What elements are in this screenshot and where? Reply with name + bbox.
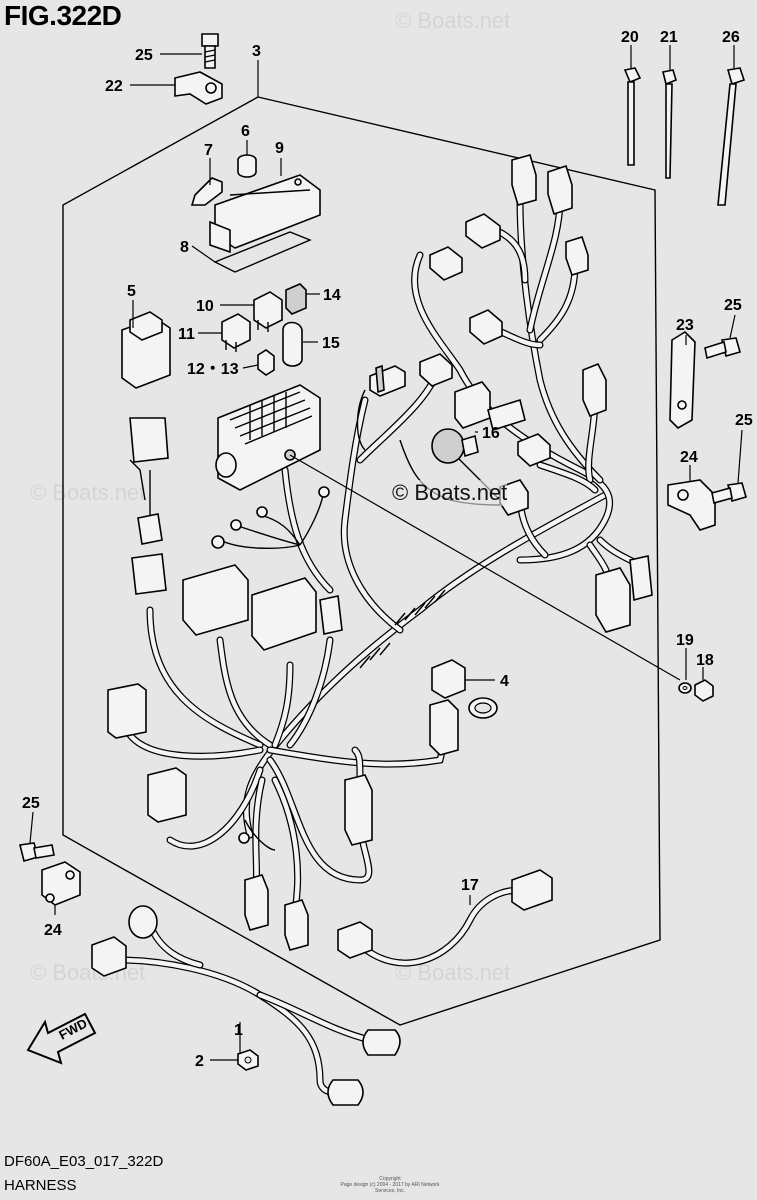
bolt-part-25-top xyxy=(201,33,219,69)
callout-22: 22 xyxy=(105,78,123,95)
diagram-name: HARNESS xyxy=(4,1177,77,1194)
nut-part-2 xyxy=(237,1049,259,1071)
bolt-part-25-right-upper xyxy=(704,337,741,360)
fuse-relay-box xyxy=(215,384,321,491)
callout-19: 19 xyxy=(676,632,694,649)
callout-18: 18 xyxy=(696,652,714,669)
harness-connectors xyxy=(107,154,653,951)
callout-5: 5 xyxy=(127,283,136,300)
fuse-part-12-13 xyxy=(257,349,275,376)
bolt-part-25-right-lower xyxy=(711,482,747,505)
cable-tie-part-21 xyxy=(662,69,677,179)
relay-part-11 xyxy=(221,313,251,352)
copyright-line-2: Page design (c) 2004 - 2017 by ARI Netwo… xyxy=(340,1182,440,1194)
callout-3: 3 xyxy=(252,43,261,60)
watermark-left: © Boats.net xyxy=(30,480,146,505)
grommet-part-6 xyxy=(237,154,257,178)
callout-labels: 25 22 3 6 9 7 8 5 10 11 12・13 14 15 16 4… xyxy=(22,29,753,1070)
fwd-arrow: FWD xyxy=(26,1012,97,1065)
relay-part-14 xyxy=(285,283,307,315)
bolt-part-25-left xyxy=(19,842,55,862)
callout-9: 9 xyxy=(275,140,284,157)
fuse-box-cover-part-9 xyxy=(209,174,321,254)
callout-16: 16 xyxy=(482,425,500,442)
callout-7: 7 xyxy=(204,142,213,159)
center-watermark: © Boats.net xyxy=(392,480,508,506)
bracket-part-24-left xyxy=(41,861,81,906)
callout-12-13: 12・13 xyxy=(187,361,239,378)
callout-25-top: 25 xyxy=(135,47,153,64)
figure-title: FIG.322D xyxy=(4,0,122,31)
callout-11: 11 xyxy=(178,326,195,343)
copyright-notice: Copyright Page design (c) 2004 - 2017 by… xyxy=(330,1176,450,1194)
relay-part-10 xyxy=(253,291,283,332)
callout-6: 6 xyxy=(241,123,250,140)
fuse-holder-part-5 xyxy=(121,311,171,389)
harness-assembly-outline xyxy=(62,96,661,1026)
cable-tie-part-20 xyxy=(623,67,642,166)
clip-part-7 xyxy=(190,177,223,206)
callout-21: 21 xyxy=(660,29,678,46)
seal-part-8 xyxy=(213,231,312,273)
callout-24-left: 24 xyxy=(44,922,62,939)
washer-part-19 xyxy=(678,682,692,694)
harness-tape-bands xyxy=(359,589,446,669)
callout-24-right: 24 xyxy=(680,449,698,466)
cable-tie-part-26 xyxy=(717,67,746,206)
leader-fuse-box-to-nut xyxy=(289,454,681,681)
nut-part-18 xyxy=(694,679,714,702)
callout-10: 10 xyxy=(196,298,214,315)
connector-part-4 xyxy=(431,659,498,719)
callout-8: 8 xyxy=(180,239,189,256)
diagram-code: DF60A_E03_017_322D xyxy=(4,1153,164,1170)
callout-4: 4 xyxy=(500,673,509,690)
watermark-top: © Boats.net xyxy=(395,8,511,33)
callout-14: 14 xyxy=(323,287,341,304)
callout-25-left: 25 xyxy=(22,795,40,812)
sensor-part-16 xyxy=(431,428,479,464)
cap-part-15 xyxy=(282,321,303,367)
callout-26: 26 xyxy=(722,29,740,46)
sub-harness-part-17 xyxy=(337,869,553,967)
callout-leaders xyxy=(29,45,743,1061)
callout-23: 23 xyxy=(676,317,694,334)
callout-25-right-lower: 25 xyxy=(735,412,753,429)
copyright-line-1: Copyright xyxy=(379,1176,401,1182)
callout-25-right-upper: 25 xyxy=(724,297,742,314)
callout-20: 20 xyxy=(621,29,639,46)
main-harness-trunk xyxy=(126,196,644,914)
callout-17: 17 xyxy=(461,877,479,894)
callout-1: 1 xyxy=(234,1022,243,1039)
bracket-part-24-right xyxy=(667,479,716,531)
bracket-part-23 xyxy=(669,330,696,429)
battery-harness-part-1 xyxy=(91,905,401,1106)
callout-15: 15 xyxy=(322,335,340,352)
callout-2: 2 xyxy=(195,1053,204,1070)
bracket-part-22 xyxy=(174,71,223,105)
